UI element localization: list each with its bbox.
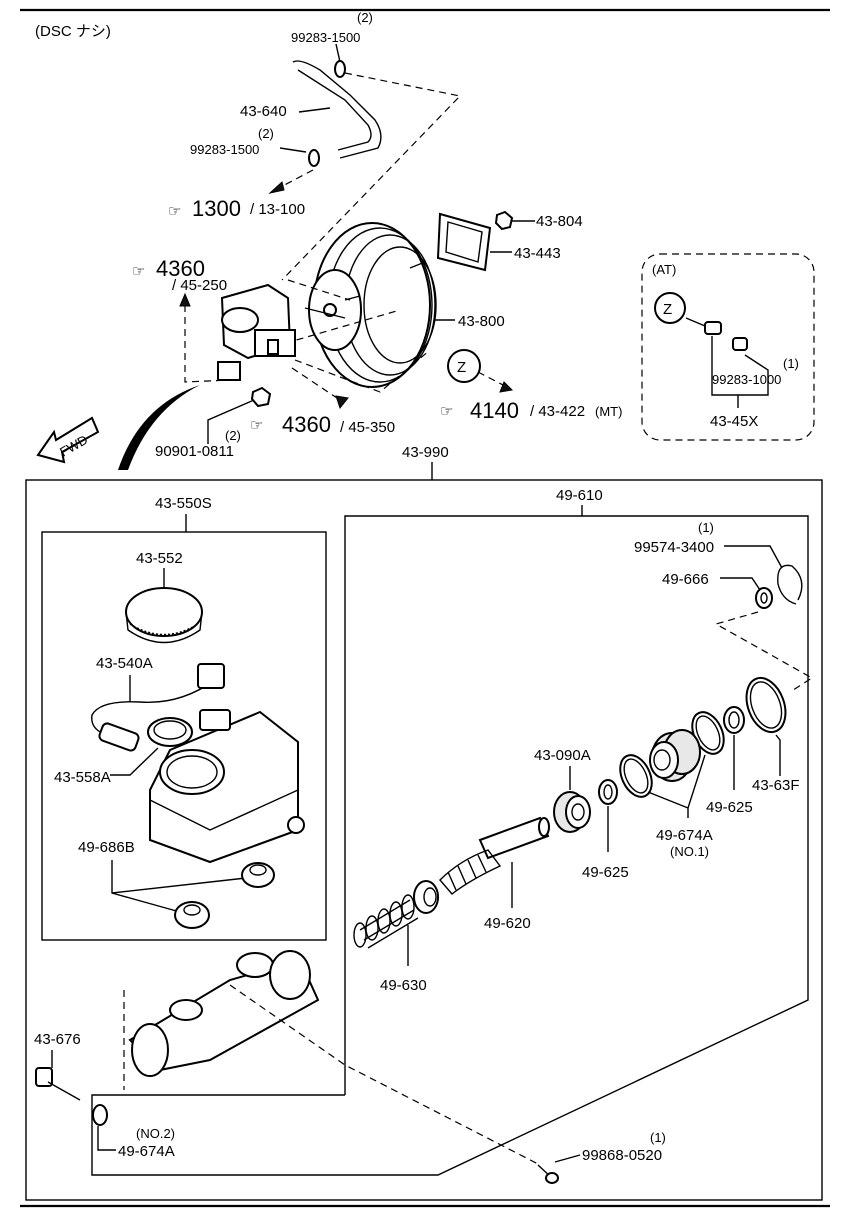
ref-icon: ☞	[250, 417, 263, 434]
part-label-ref4360b-sub: / 45-350	[340, 419, 395, 436]
part-label-p99283-1500-top-qty: (2)	[357, 10, 373, 25]
cup-seal-left[interactable]	[598, 779, 618, 805]
bleeder-screw[interactable]	[537, 1164, 559, 1184]
part-label-p43-540a: 43-540A	[96, 655, 153, 672]
ref-icon: ☞	[132, 263, 145, 280]
part-label-p49-666: 49-666	[662, 571, 709, 588]
ref-icon: ☞	[168, 203, 181, 220]
mounting-nut[interactable]	[250, 386, 272, 408]
part-label-p99574-3400: 99574-3400	[634, 539, 714, 556]
part-label-ref4140-note: (MT)	[595, 404, 622, 419]
part-label-p43-550s: 43-550S	[155, 495, 212, 512]
ref-icon: ☞	[440, 403, 453, 420]
part-label-p99868-0520-qty: (1)	[650, 1130, 666, 1145]
o-ring-no1[interactable]	[614, 750, 658, 802]
snap-ring[interactable]	[777, 564, 803, 605]
master-cylinder-body[interactable]	[128, 950, 320, 1077]
part-label-p49-610: 49-610	[556, 487, 603, 504]
part-label-p90901-0811-qty: (2)	[225, 428, 241, 443]
part-label-p43-552: 43-552	[136, 550, 183, 567]
part-label-p99283-1500-mid-qty: (2)	[258, 126, 274, 141]
part-label-p99283-1000: 99283-1000	[712, 372, 781, 387]
grommet[interactable]	[174, 901, 210, 929]
part-label-p43-443: 43-443	[514, 245, 561, 262]
part-label-ref4360b-num: 4360	[282, 412, 331, 437]
piston-seal[interactable]	[553, 791, 591, 833]
level-sensor[interactable]	[91, 663, 225, 752]
part-label-p49-620: 49-620	[484, 915, 531, 932]
part-label-at-box-title: (AT)	[652, 262, 676, 277]
part-label-p43-990: 43-990	[402, 444, 449, 461]
part-label-ref1300-sub: / 13-100	[250, 201, 305, 218]
vacuum-hose[interactable]	[292, 60, 382, 167]
cup-seal-right[interactable]	[723, 706, 745, 734]
at-fitting[interactable]	[704, 321, 748, 351]
part-label-p99283-1500-mid: 99283-1500	[190, 142, 259, 157]
secondary-piston[interactable]	[649, 729, 701, 782]
part-label-p43-63f: 43-63F	[752, 777, 800, 794]
part-label-ref4140-sub: / 43-422	[530, 403, 585, 420]
o-ring-no2[interactable]	[92, 1104, 108, 1126]
master-cylinder-box	[25, 479, 823, 1201]
part-label-p49-674a-2: 49-674A	[118, 1143, 175, 1160]
part-label-ref4360a-sub: / 45-250	[172, 277, 227, 294]
reservoir-cap[interactable]	[125, 587, 203, 644]
part-label-p99283-1000-qty: (1)	[783, 356, 799, 371]
variant-note: (DSC ナシ)	[35, 23, 111, 40]
reservoir-tank[interactable]	[149, 709, 305, 864]
part-label-p49-674a: 49-674A	[656, 827, 713, 844]
part-label-at-z-mark: Z	[663, 301, 672, 318]
stud-bolt[interactable]	[35, 1067, 81, 1101]
part-label-ref4140-num: 4140	[470, 398, 519, 423]
part-label-p49-686b: 49-686B	[78, 839, 135, 856]
reservoir-box	[41, 531, 327, 941]
part-label-p49-674a-2-note: (NO.2)	[136, 1126, 175, 1141]
part-label-p49-674a-note: (NO.1)	[670, 844, 709, 859]
booster-gasket[interactable]	[436, 212, 492, 272]
part-label-p90901-0811: 90901-0811	[155, 443, 234, 460]
master-cylinder-assembly-small[interactable]	[217, 283, 296, 381]
washer[interactable]	[755, 587, 773, 609]
part-label-p49-625-right: 49-625	[706, 799, 753, 816]
part-label-ref1300-num: 1300	[192, 196, 241, 221]
part-label-p49-625-left: 49-625	[582, 864, 629, 881]
at-variant-box	[641, 253, 815, 441]
brake-booster[interactable]	[304, 222, 437, 388]
piston-box	[91, 515, 809, 1176]
part-label-p43-090a: 43-090A	[534, 747, 591, 764]
z-marker	[447, 349, 481, 383]
return-spring[interactable]	[353, 880, 439, 949]
part-label-p99574-3400-qty: (1)	[698, 520, 714, 535]
part-label-p43-45x: 43-45X	[710, 413, 758, 430]
part-label-ref4360a-num: 4360	[156, 256, 205, 281]
grommet[interactable]	[241, 862, 275, 888]
part-label-p99283-1500-top: 99283-1500	[291, 30, 360, 45]
booster-nut[interactable]	[494, 210, 514, 231]
part-label-p43-676: 43-676	[34, 1031, 81, 1048]
fwd-arrow: FWD	[36, 416, 100, 464]
primary-piston[interactable]	[439, 816, 550, 895]
part-label-p43-800: 43-800	[458, 313, 505, 330]
large-o-ring[interactable]	[740, 673, 793, 738]
part-label-p43-640: 43-640	[240, 103, 287, 120]
part-label-p49-630: 49-630	[380, 977, 427, 994]
part-label-p99868-0520: 99868-0520	[582, 1147, 662, 1164]
part-label-p43-804: 43-804	[536, 213, 583, 230]
part-label-p43-558a: 43-558A	[54, 769, 111, 786]
part-label-z-mark: Z	[457, 359, 466, 376]
